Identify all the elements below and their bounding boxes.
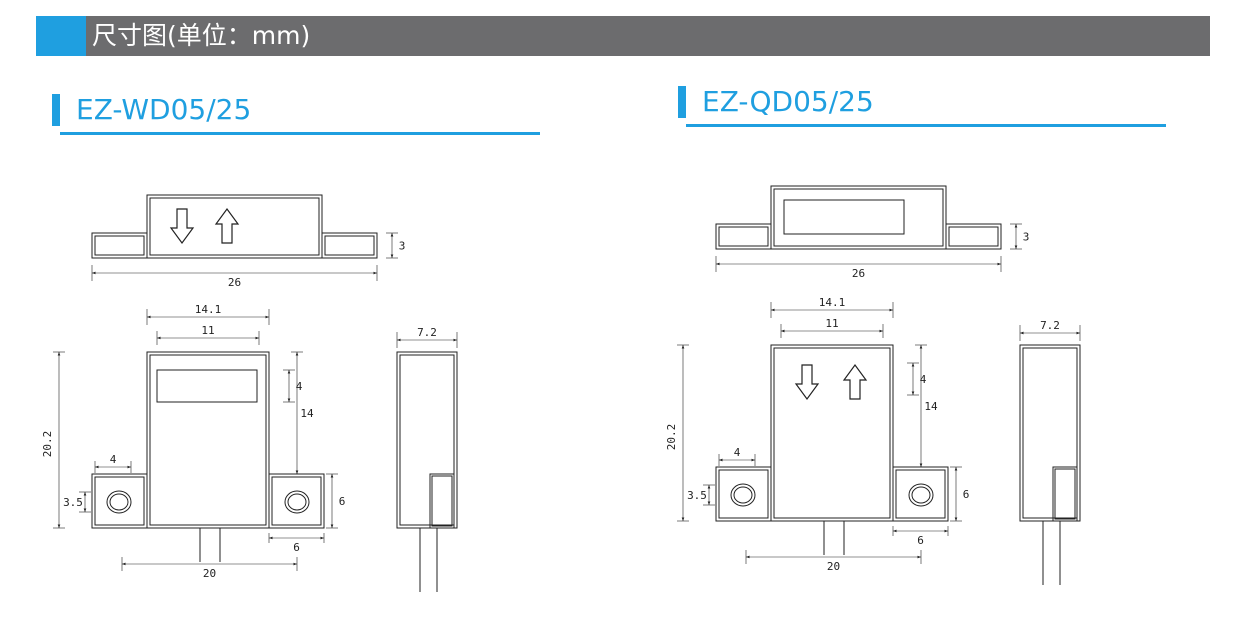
front-view-body-outer (770, 344, 894, 522)
section-title-wd: EZ-WD05/25 (52, 93, 540, 138)
dim-tab-depth-label: 6 (917, 534, 924, 547)
dim-side-depth-label: 7.2 (417, 326, 437, 339)
right-mount-hole-inner (911, 486, 931, 504)
side-view-cable-gland-inner (431, 475, 453, 527)
front-view-left-tab-outer (715, 466, 772, 522)
dim-side-depth-label: 7.2 (1040, 319, 1060, 332)
front-view-left-tab-inner (718, 469, 769, 519)
front-view-left-tab-inner (94, 476, 145, 526)
dim-top-width-label: 26 (852, 267, 865, 280)
dim-hole-offset-label: 3.5 (63, 496, 83, 509)
dim-tab-width-label: 4 (110, 453, 117, 466)
page-title: 尺寸图(单位：mm) (92, 21, 311, 50)
header-banner: 尺寸图(单位：mm) (36, 16, 1210, 56)
front-view-body-inner (773, 347, 891, 519)
dim-body-width-label: 14.1 (819, 296, 846, 309)
dim-lead-span-label: 20 (203, 567, 216, 580)
top-view-right-tab-inner (948, 226, 999, 247)
dim-mount-to-top-label: 14 (924, 400, 938, 413)
top-view-window (783, 199, 905, 235)
dim-body-height-label: 20.2 (41, 431, 54, 458)
left-mount-hole-outer (730, 483, 756, 507)
side-view-cable-gland-outer (429, 473, 455, 529)
model-name-wd: EZ-WD05/25 (76, 93, 252, 126)
drawing-qd: 3 26 14.1 11 20.2 4 14 4 3.5 6 6 20 7.2 (665, 185, 1081, 585)
side-view-body-inner (399, 354, 455, 526)
right-mount-hole-outer (284, 490, 310, 514)
left-mount-hole-inner (109, 493, 129, 511)
side-view-body-outer (1019, 344, 1081, 522)
section-marker (678, 86, 686, 118)
dim-body-width-label: 14.1 (195, 303, 222, 316)
left-mount-hole-outer (106, 490, 132, 514)
section-underline (60, 132, 540, 135)
dim-top-height-label: 3 (1023, 231, 1030, 244)
top-view-body-outer (770, 185, 947, 250)
front-view-body-outer (146, 351, 270, 529)
front-view-right-tab-inner (895, 469, 946, 519)
top-view-body-outer (146, 194, 323, 259)
top-view-right-tab-outer (945, 223, 1002, 250)
top-view-left-tab-outer (715, 223, 772, 250)
top-view-left-tab-inner (94, 235, 145, 256)
dim-window-offset-label: 4 (920, 373, 927, 386)
section-title-qd: EZ-QD05/25 (678, 85, 1166, 130)
dim-body-height-label: 20.2 (665, 424, 678, 451)
right-mount-hole-inner (287, 493, 307, 511)
dim-tab-width-label: 4 (734, 446, 741, 459)
dim-tab-depth-label: 6 (293, 541, 300, 554)
dim-tab-height-label: 6 (339, 495, 346, 508)
front-view-window (156, 369, 258, 403)
dim-lead-span-label: 20 (827, 560, 840, 573)
front-view-body-inner (149, 354, 267, 526)
arrow-down-icon (169, 208, 195, 245)
front-view-right-tab-inner (271, 476, 322, 526)
model-name-qd: EZ-QD05/25 (702, 85, 874, 118)
front-view-left-tab-outer (91, 473, 148, 529)
right-mount-hole-outer (908, 483, 934, 507)
section-marker (52, 94, 60, 126)
top-view-body-inner (149, 197, 320, 256)
banner-accent (36, 16, 86, 56)
side-view-cable-gland-inner (1054, 468, 1076, 520)
dim-window-width-label: 11 (201, 324, 214, 337)
dim-top-height-label: 3 (399, 240, 406, 253)
side-view-body-outer (396, 351, 458, 529)
top-view-right-tab-outer (321, 232, 378, 259)
section-underline (686, 124, 1166, 127)
dim-hole-offset-label: 3.5 (687, 489, 707, 502)
dim-window-offset-label: 4 (296, 380, 303, 393)
dim-mount-to-top-label: 14 (300, 407, 314, 420)
top-view-body-inner (773, 188, 944, 247)
side-view-body-inner (1022, 347, 1078, 519)
front-view-right-tab-outer (268, 473, 325, 529)
arrow-down-icon (794, 364, 820, 401)
side-view-cable-gland-outer (1052, 466, 1078, 522)
arrow-up-icon (214, 207, 240, 244)
top-view-left-tab-outer (91, 232, 148, 259)
dim-tab-height-label: 6 (963, 488, 970, 501)
dim-window-width-label: 11 (825, 317, 838, 330)
front-view-right-tab-outer (892, 466, 949, 522)
left-mount-hole-inner (733, 486, 753, 504)
dim-top-width-label: 26 (228, 276, 241, 289)
top-view-right-tab-inner (324, 235, 375, 256)
top-view-left-tab-inner (718, 226, 769, 247)
arrow-up-icon (842, 363, 868, 400)
drawing-wd: 3 26 14.1 11 20.2 4 14 4 3.5 6 6 20 7.2 (41, 194, 458, 592)
